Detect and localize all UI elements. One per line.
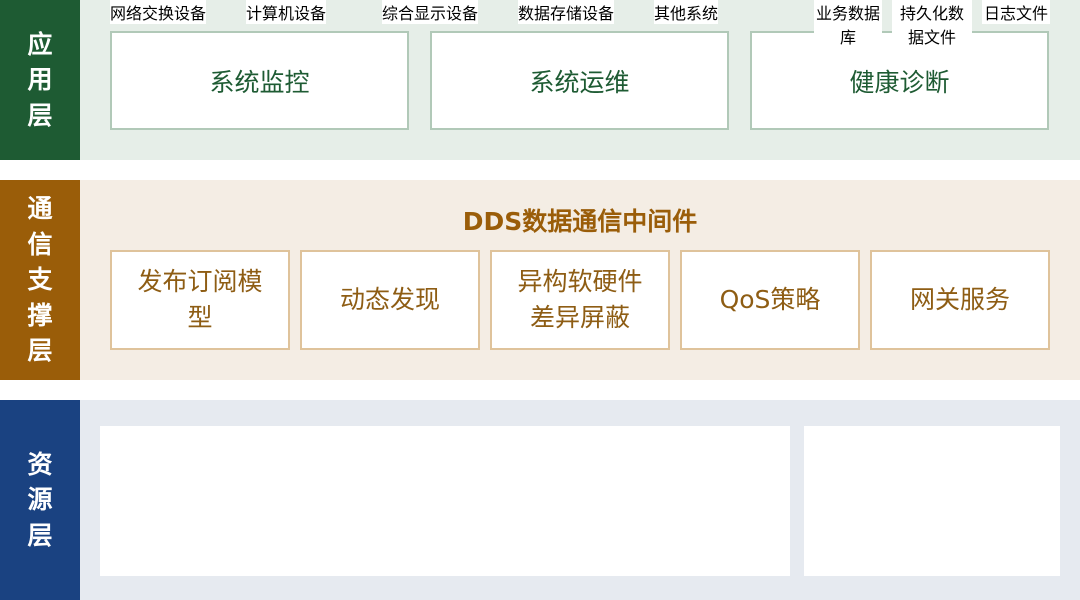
log-file-box: 日志文件 bbox=[982, 0, 1050, 24]
system-operations-box: 系统运维 bbox=[430, 31, 729, 130]
resource-layer-label: 资源层 bbox=[0, 400, 80, 600]
persistent-data-file-box: 持久化数据文件 bbox=[892, 0, 972, 48]
pub-sub-model-box: 发布订阅模型 bbox=[110, 250, 290, 350]
storage-device-box: 数据存储设备 bbox=[518, 0, 615, 24]
application-layer-label: 应用层 bbox=[0, 0, 80, 160]
other-systems-box: 其他系统 bbox=[654, 0, 719, 24]
display-device-box: 综合显示设备 bbox=[382, 0, 479, 24]
network-switch-device-box: 网络交换设备 bbox=[110, 0, 207, 24]
computer-device-box: 计算机设备 bbox=[246, 0, 327, 24]
device-panel bbox=[100, 426, 790, 576]
dynamic-discovery-box: 动态发现 bbox=[300, 250, 480, 350]
middleware-title: DDS数据通信中间件 bbox=[462, 207, 698, 236]
communication-layer: 通信支撑层 DDS数据通信中间件 发布订阅模型 动态发现 异构软硬件差异屏蔽 Q… bbox=[0, 180, 1080, 380]
system-monitoring-box: 系统监控 bbox=[110, 31, 409, 130]
gateway-service-box: 网关服务 bbox=[870, 250, 1050, 350]
business-database-box: 业务数据库 bbox=[814, 0, 882, 48]
heterogeneous-shielding-box: 异构软硬件差异屏蔽 bbox=[490, 250, 670, 350]
data-panel bbox=[804, 426, 1060, 576]
communication-layer-label: 通信支撑层 bbox=[0, 180, 80, 380]
qos-policy-box: QoS策略 bbox=[680, 250, 860, 350]
application-layer: 应用层 系统监控 系统运维 健康诊断 bbox=[0, 0, 1080, 160]
